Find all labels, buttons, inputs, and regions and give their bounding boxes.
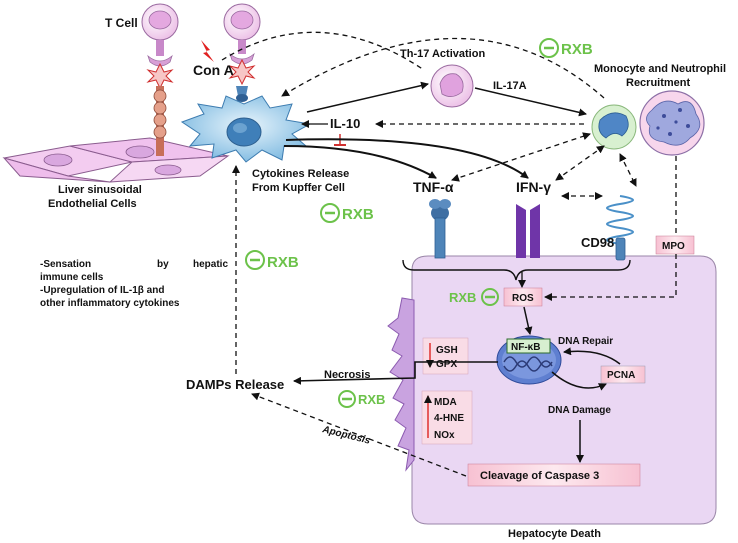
arrow-dna-repair (563, 347, 621, 365)
th17-activation-label: Th-17 Activation (400, 48, 485, 60)
upregulation-label-2: other inflammatory cytokines (40, 298, 180, 309)
cd98-label: CD98 (581, 235, 614, 250)
arrow-necrosis (293, 361, 498, 385)
hepatocyte-death-label: Hepatocyte Death (508, 528, 601, 540)
il10-label: IL-10 (330, 116, 360, 131)
arrow-th17-monocyte (474, 87, 587, 117)
gsh-label: GSH (436, 345, 458, 356)
neutrophil-icon (639, 90, 705, 156)
svg-text:RXB: RXB (342, 206, 374, 223)
apoptosis-label: Apoptosis (320, 424, 371, 447)
svg-text:RXB: RXB (267, 254, 299, 271)
pcna-label: PCNA (607, 370, 635, 381)
ros-label: ROS (512, 293, 534, 304)
ros-box (503, 287, 543, 307)
tnf-alpha-label: TNF-α (413, 179, 454, 195)
svg-text:RXB: RXB (449, 290, 476, 305)
sensation-label-1a: -Sensation (40, 259, 91, 270)
rxb-inhibitor-cytokines: RXB (320, 203, 374, 223)
arrow-monocyte-cd98 (619, 153, 637, 187)
hne-label: 4-HNE (434, 413, 464, 424)
sensation-label-1b: by (157, 259, 169, 270)
sensation-label-1c: hepatic (193, 259, 228, 270)
arrow-ifn-monocyte (555, 145, 605, 181)
hepatocyte-cell (411, 255, 717, 525)
arrow-ros-nucleus (523, 306, 533, 335)
arrow-apoptosis (251, 392, 467, 477)
arrow-tnf-monocyte (451, 132, 591, 182)
ifn-gamma-label: IFN-γ (516, 179, 551, 195)
t-cell-2-icon (223, 3, 261, 102)
svg-text:RXB: RXB (358, 392, 385, 407)
sensation-label-2: immune cells (40, 272, 104, 283)
arrow-kupffer-tnf (283, 145, 437, 179)
from-kupffer-label: From Kupffer Cell (252, 182, 345, 194)
nfkb-label: NF-κB (511, 342, 540, 353)
rxb-inhibitor-top: RXB (539, 38, 593, 58)
arrow-tcell-th17-arc (221, 31, 425, 71)
rxb-inhibitor-sensation: RXB (245, 250, 299, 271)
mpo-label: MPO (662, 241, 685, 252)
svg-text:RXB: RXB (561, 41, 593, 58)
tnf-receptor-icon (429, 199, 451, 259)
arrow-monocyte-kupffer-arc (281, 37, 605, 99)
kupffer-cell-icon (180, 95, 312, 163)
dna-repair-label: DNA Repair (558, 336, 613, 347)
nfkb-box (506, 338, 551, 354)
ifn-receptor-icon (516, 204, 540, 258)
gpx-label: GPX (436, 359, 457, 370)
cytokines-release-label: Cytokines Release (252, 168, 349, 180)
monocyte-neutrophil-label: Monocyte and Neutrophil (594, 63, 726, 75)
il17a-label: IL-17A (493, 80, 527, 92)
t-cell-icon (141, 3, 179, 156)
monocyte-icon (591, 104, 637, 150)
recruitment-label: Recruitment (626, 77, 691, 89)
arrow-dna-damage (551, 371, 607, 391)
pcna-box (600, 365, 646, 384)
caspase-box (467, 463, 641, 487)
rxb-inhibitor-necrosis: RXB (338, 390, 385, 408)
dna-damage-label: DNA Damage (548, 405, 611, 416)
cd98-receptor-icon (606, 195, 634, 261)
membrane-damage-icon (387, 297, 415, 472)
mda-label: MDA (434, 397, 457, 408)
con-a-label: Con A (193, 62, 234, 78)
upregulation-label-1: -Upregulation of IL-1β and (40, 285, 164, 296)
endothelial-cells-label: Endothelial Cells (48, 198, 137, 210)
mpo-box (655, 235, 695, 255)
con-a-lightning-icon (201, 40, 214, 62)
liver-sinusoidal-label: Liver sinusoidal (58, 184, 142, 196)
rxb-inhibitor-ros: RXB (449, 288, 499, 306)
damps-release-label: DAMPs Release (186, 377, 284, 392)
receptor-bracket (402, 259, 631, 281)
arrow-kupffer-th17 (306, 81, 429, 113)
arrow-neutrophil-mpo-ros (546, 156, 677, 298)
th17-cell-icon (430, 64, 474, 108)
nox-label: NOx (434, 430, 455, 441)
necrosis-label: Necrosis (324, 369, 370, 381)
caspase-label: Cleavage of Caspase 3 (480, 470, 599, 482)
t-cell-label: T Cell (105, 16, 138, 30)
endothelial-layer-icon (2, 137, 230, 183)
